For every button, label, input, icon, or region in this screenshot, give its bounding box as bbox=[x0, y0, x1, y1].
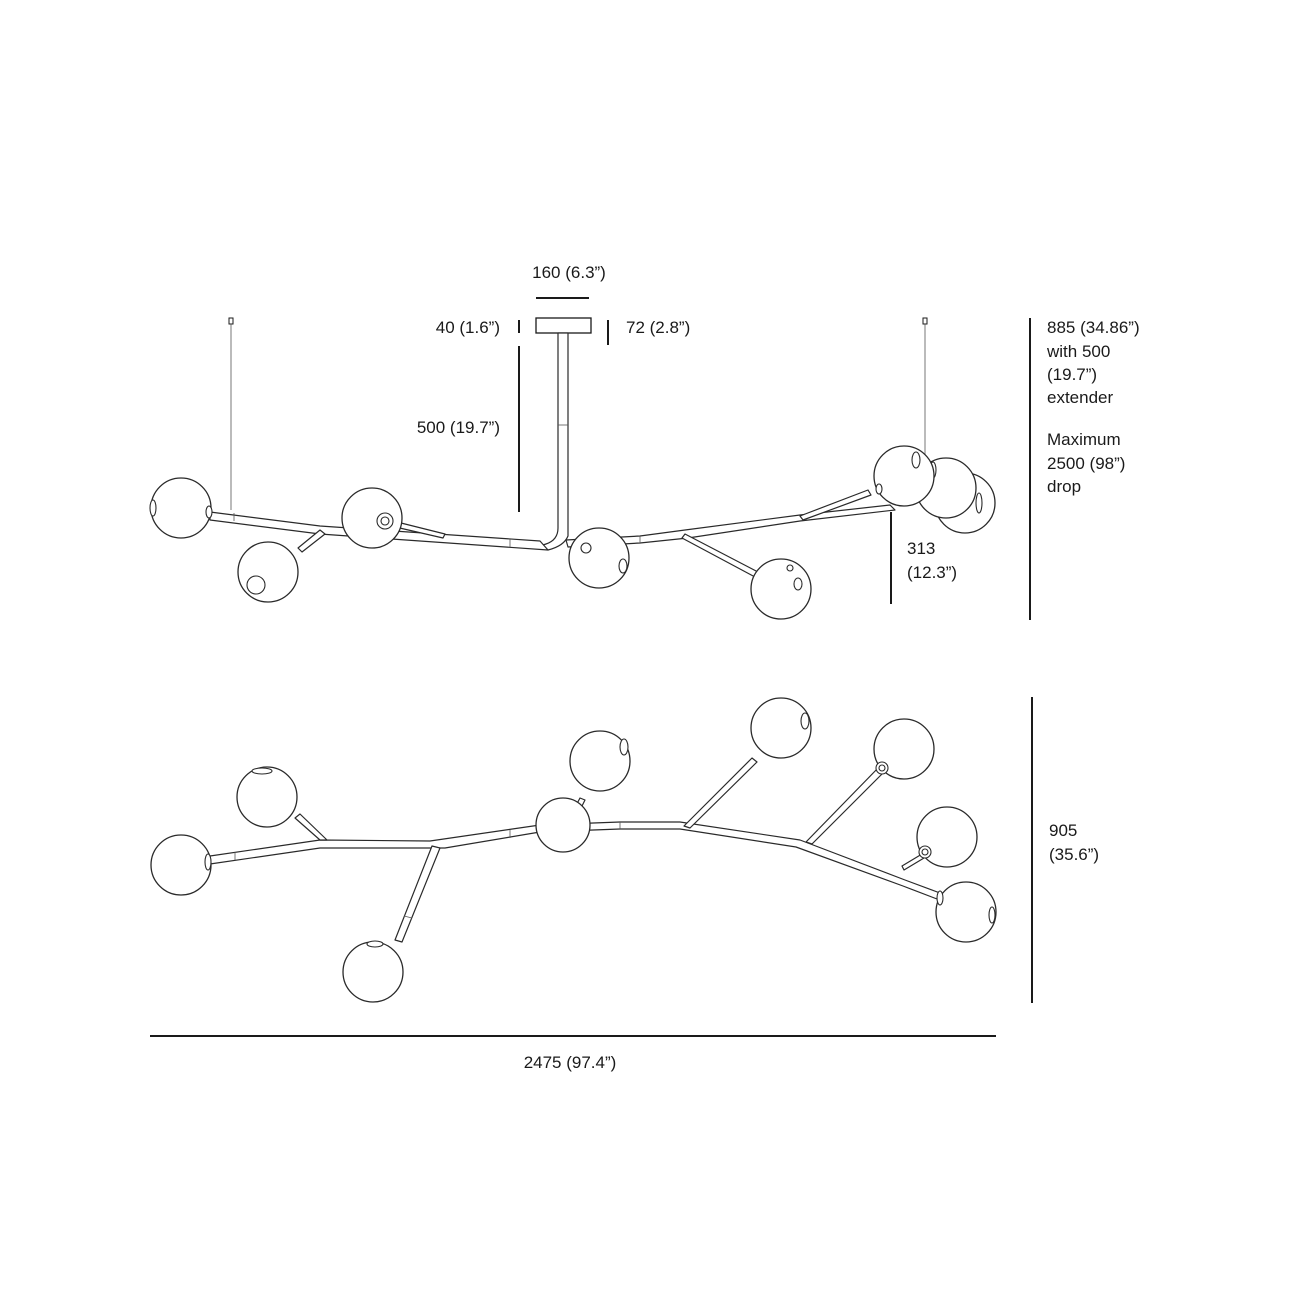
globe-front-4 bbox=[568, 527, 630, 589]
globe-front-8 bbox=[873, 445, 935, 507]
canopy bbox=[535, 317, 592, 334]
max-drop-label-3: drop bbox=[1047, 477, 1081, 496]
stem-rod bbox=[539, 332, 569, 551]
total-height-label-4: extender bbox=[1047, 388, 1113, 407]
dimension-lines bbox=[150, 297, 1033, 1037]
globe-top-7 bbox=[873, 718, 935, 780]
extender-length-label: 500 (19.7”) bbox=[417, 418, 500, 437]
max-drop-label-1: Maximum bbox=[1047, 430, 1121, 449]
canopy-height-right-label: 72 (2.8”) bbox=[626, 318, 690, 337]
overall-width-label: 2475 (97.4”) bbox=[524, 1053, 617, 1072]
max-drop-label-2: 2500 (98”) bbox=[1047, 454, 1125, 473]
body-height-label-2: (12.3”) bbox=[907, 563, 957, 582]
globe-front-1 bbox=[149, 477, 213, 539]
globe-top-9 bbox=[935, 881, 997, 943]
depth-label-2: (35.6”) bbox=[1049, 845, 1099, 864]
globe-top-5 bbox=[569, 730, 631, 792]
dimension-labels: 160 (6.3”) 40 (1.6”) 72 (2.8”) 500 (19.7… bbox=[417, 263, 1140, 1072]
total-height-label-1: 885 (34.86”) bbox=[1047, 318, 1140, 337]
globe-top-4 bbox=[535, 797, 591, 853]
suspension-cables bbox=[228, 317, 928, 510]
globe-top-3 bbox=[342, 940, 404, 1003]
total-height-label-2: with 500 bbox=[1046, 342, 1110, 361]
globe-top-2 bbox=[236, 766, 298, 828]
top-view bbox=[150, 697, 997, 1003]
globe-top-6 bbox=[750, 697, 812, 759]
front-elevation-view bbox=[149, 317, 996, 620]
canopy-height-left-label: 40 (1.6”) bbox=[436, 318, 500, 337]
globe-top-1 bbox=[150, 834, 212, 896]
globe-front-5 bbox=[750, 558, 812, 620]
depth-label-1: 905 bbox=[1049, 821, 1077, 840]
globe-front-2 bbox=[237, 541, 299, 603]
globe-front-3 bbox=[341, 487, 403, 549]
total-height-label-3: (19.7”) bbox=[1047, 365, 1097, 384]
globe-top-8 bbox=[916, 806, 978, 868]
canopy-width-label: 160 (6.3”) bbox=[532, 263, 606, 282]
body-height-label-1: 313 bbox=[907, 539, 935, 558]
